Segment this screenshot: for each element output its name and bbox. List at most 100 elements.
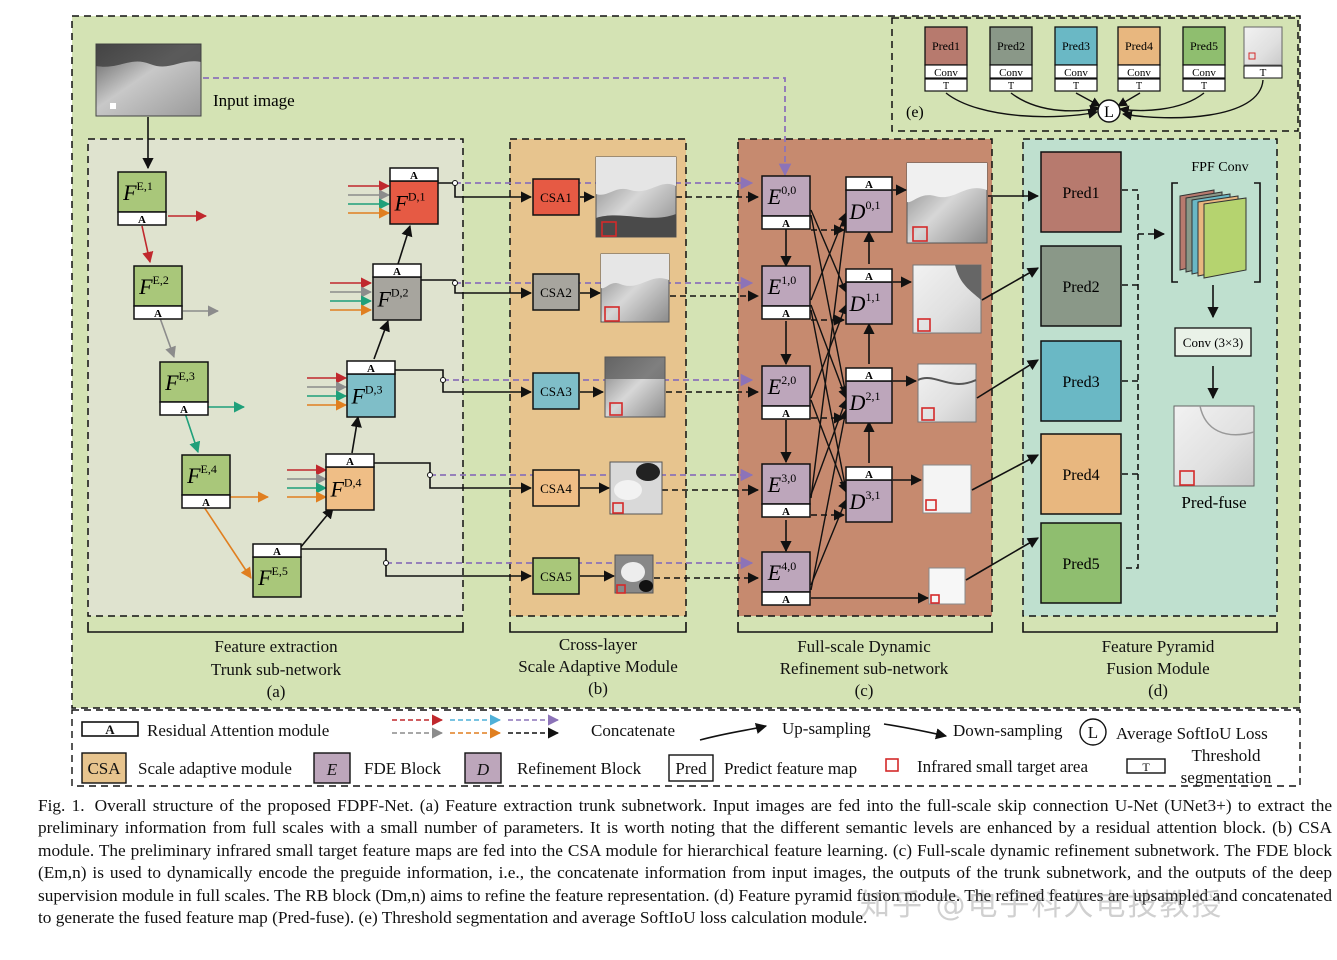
decoder-f-d-3-attention [346, 360, 396, 375]
fde-block-e-3-symbol: E3,0 [767, 471, 796, 497]
csa-module-3: CSA3 [532, 372, 580, 410]
input-image-label: Input image [213, 91, 295, 110]
pred-4-label: Pred4 [1062, 467, 1099, 484]
panel-e-conv-1 [924, 64, 968, 79]
encoder-f-e-4-attention-letter: A [202, 497, 210, 509]
bracket-c [737, 622, 993, 633]
panel-e-conv-4-label: Conv [1127, 67, 1151, 79]
encoder-f-e-1-attention [117, 211, 167, 226]
bracket-b [509, 622, 687, 633]
panel-e-conv-2-label: Conv [999, 67, 1023, 79]
refine-block-d-2-attention [845, 367, 893, 382]
encoder-f-e-3-attention-letter: A [180, 404, 188, 416]
pred-5-label: Pred5 [1062, 556, 1099, 573]
refine-block-d-1-attention-letter: A [865, 271, 873, 283]
fde-block-e-0-body [761, 175, 811, 217]
conv33-label: Conv (3×3) [1183, 335, 1243, 350]
encoder-f-e-3-attention [159, 401, 209, 416]
decoder-f-d-2-attention-letter: A [393, 266, 401, 278]
legend-concatenate: Concatenate [591, 721, 675, 740]
legend-upsampling: Up-sampling [782, 719, 871, 738]
encoder-f-e-2-attention-letter: A [154, 308, 162, 320]
legend-loss-label: Average SoftIoU Loss [1116, 724, 1268, 743]
fpf-conv-label: FPF Conv [1191, 160, 1248, 175]
encoder-f-e-1-symbol: FE,1 [122, 179, 153, 205]
panel-e-threshold-3 [1054, 78, 1098, 92]
pred-2-label: Pred2 [1062, 279, 1099, 296]
fde-block-e-4-body [761, 551, 811, 593]
pred-fuse-mini [1243, 26, 1283, 66]
csa-module-1: CSA1 [532, 178, 580, 216]
bracket-d [1022, 622, 1278, 633]
caption-fig-number: Fig. 1. [38, 796, 85, 815]
csa-module-2-label: CSA2 [540, 285, 572, 300]
loss-circle [1097, 99, 1121, 123]
panel-e-pred-1-label: Pred1 [932, 39, 960, 53]
csa-module-3-label: CSA3 [540, 384, 572, 399]
panel-e-conv-4 [1117, 64, 1161, 79]
panel-e-threshold-fuse-label: T [1260, 67, 1267, 79]
fpf-tag: (d) [1148, 681, 1168, 700]
legend-attn-box [81, 721, 139, 737]
legend-t-box [1126, 758, 1166, 774]
fde-block-e-1-attention-letter: A [782, 308, 790, 320]
encoder-f-e-5-attention [252, 543, 302, 558]
refine-block-d-1-symbol: D1,1 [849, 290, 881, 316]
decoder-f-d-1-attention [389, 167, 439, 182]
refine-block-d-2: AD2,1 [845, 367, 893, 424]
refine-block-d-2-body [845, 380, 893, 424]
encoder-f-e-4-symbol: FE,4 [186, 462, 217, 488]
fde-block-e-1: AE1,0 [761, 265, 811, 320]
pred-1-label: Pred1 [1062, 185, 1099, 202]
fde-label-2: Refinement sub-network [780, 659, 949, 678]
encoder-f-e-5: A FE,5 [252, 543, 302, 598]
refine-block-d-0-attention [845, 176, 893, 191]
pred-1-box [1040, 151, 1122, 233]
fde-tag: (c) [855, 681, 874, 700]
fde-block-e-2-attention-letter: A [782, 408, 790, 420]
fdpf-net-diagram: Feature extraction Trunk sub-network (a)… [71, 15, 1301, 787]
fde-block-e-2-symbol: E2,0 [767, 373, 796, 399]
legend-infrared-area: Infrared small target area [917, 757, 1088, 776]
decoder-f-d-2-attention [372, 263, 422, 278]
csa-module-1-box [532, 178, 580, 216]
encoder-f-e-5-symbol: FE,5 [257, 564, 288, 590]
fde-block-e-3: AE3,0 [761, 463, 811, 518]
refine-block-d-0-attention-letter: A [865, 179, 873, 191]
legend: A Residual Attention module Concatenate … [81, 714, 1272, 787]
decoder-f-d-2: A FD,2 [372, 263, 422, 321]
decoder-f-d-2-symbol: FD,2 [376, 286, 408, 312]
encoder-f-e-1-body [117, 171, 167, 213]
encoder-f-e-4-attention [181, 494, 231, 509]
fde-block-e-1-attention [761, 305, 811, 320]
refine-block-d-0: A D0,1 [845, 176, 893, 233]
csa-tag: (b) [588, 679, 608, 698]
panel-e-pred-2-box [989, 26, 1033, 66]
watermark: 知乎 @电子科大电技教授 [860, 888, 1224, 923]
encoder-f-e-5-attention-letter: A [273, 546, 281, 558]
csa-module-4: CSA4 [532, 469, 580, 507]
legend-d-box [464, 752, 502, 784]
encoder-f-e-1: AFE,1 [117, 171, 167, 226]
legend-fde-block: FDE Block [364, 759, 441, 778]
pred-3-box [1040, 340, 1122, 422]
fpf-label-1: Feature Pyramid [1102, 637, 1215, 656]
fde-output-map-4 [922, 464, 972, 514]
decoder-f-d-1: AFD,1 [389, 167, 439, 225]
pred-5-box [1040, 522, 1122, 604]
refine-block-d-0-symbol: D0,1 [849, 198, 881, 224]
refine-block-d-1-body [845, 281, 893, 325]
panel-e-threshold-4 [1117, 78, 1161, 92]
trunk-label-1: Feature extraction [214, 637, 338, 656]
fde-block-e-0-attention-letter: A [782, 218, 790, 230]
decoder-f-d-1-body [389, 180, 439, 225]
legend-csa-box [81, 752, 127, 784]
panel-e-threshold-4-label: T [1136, 81, 1142, 92]
panel-e-pred-4-label: Pred4 [1125, 39, 1153, 53]
decoder-f-d-2-body [372, 276, 422, 321]
csa-label-1: Cross-layer [559, 635, 638, 654]
legend-target-area-icon [885, 758, 899, 772]
